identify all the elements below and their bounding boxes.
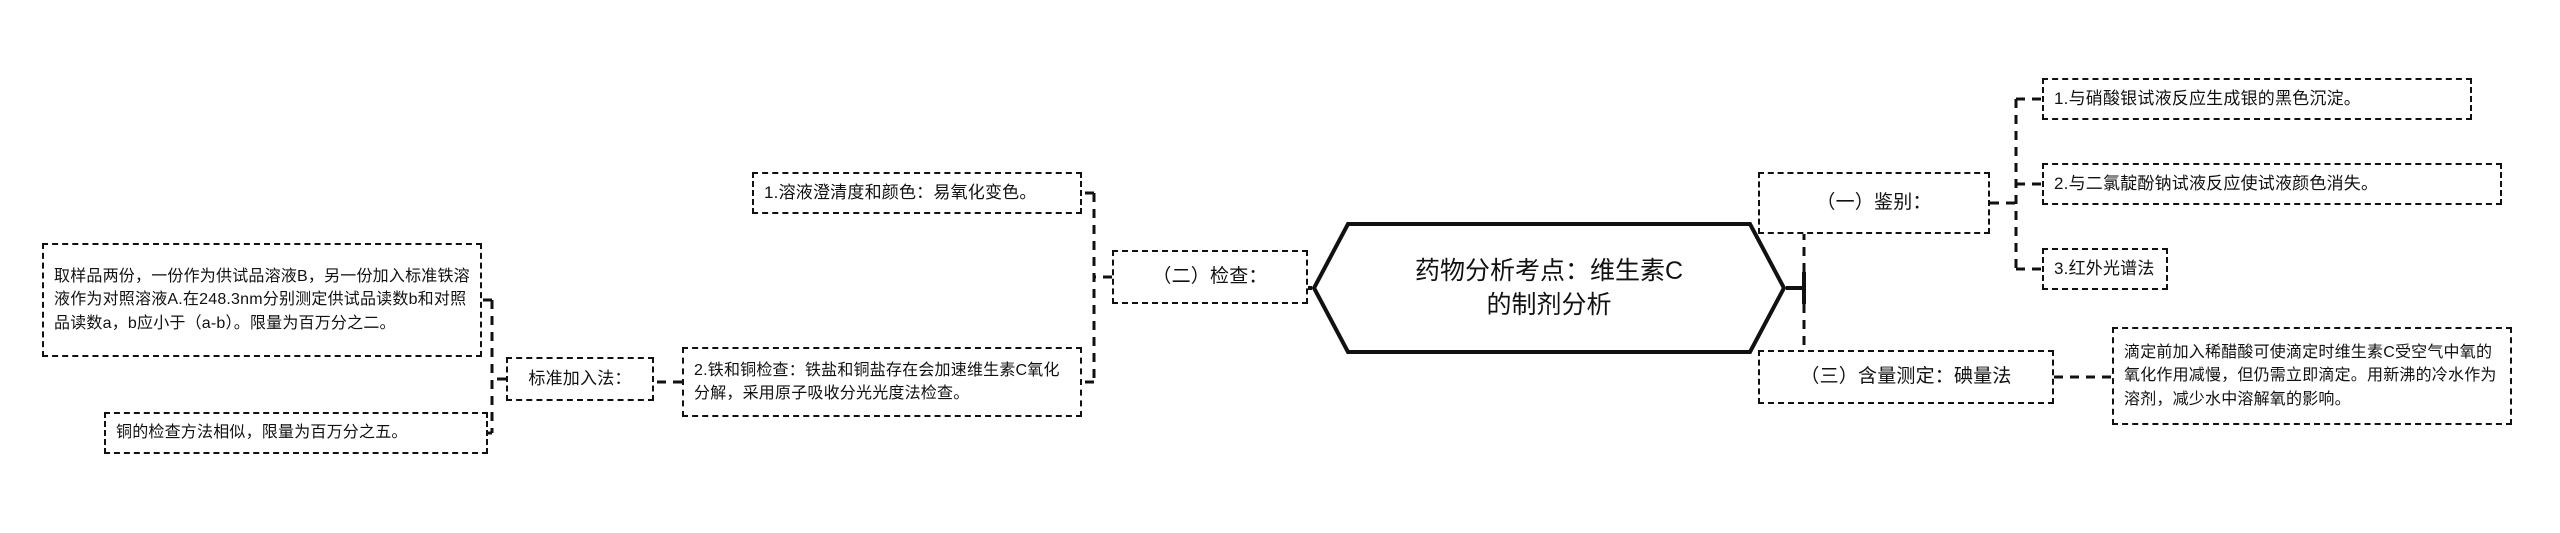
- copper-inspection-note[interactable]: 铜的检查方法相似，限量为百万分之五。: [104, 412, 488, 454]
- identification-item-3-label: 3.红外光谱法: [2054, 258, 2155, 278]
- inspection-item-1[interactable]: 1.溶液澄清度和颜色：易氧化变色。: [752, 172, 1082, 214]
- copper-inspection-note-label: 铜的检查方法相似，限量为百万分之五。: [116, 424, 408, 442]
- identification-item-1[interactable]: 1.与硝酸银试液反应生成银的黑色沉淀。: [2042, 78, 2472, 120]
- assay-item-1[interactable]: 滴定前加入稀醋酸可使滴定时维生素C受空气中氧的氧化作用减慢，但仍需立即滴定。用新…: [2112, 327, 2512, 425]
- standard-addition-detail[interactable]: 取样品两份，一份作为供试品溶液B，另一份加入标准铁溶液作为对照溶液A.在248.…: [42, 243, 482, 357]
- branch-identification[interactable]: （一）鉴别：: [1758, 172, 1990, 234]
- standard-addition-method[interactable]: 标准加入法：: [506, 357, 654, 401]
- inspection-item-2-label: 2.铁和铜检查：铁盐和铜盐存在会加速维生素C氧化分解，采用原子吸收分光光度法检查…: [694, 361, 1060, 402]
- standard-addition-detail-label: 取样品两份，一份作为供试品溶液B，另一份加入标准铁溶液作为对照溶液A.在248.…: [54, 268, 470, 332]
- inspection-item-1-label: 1.溶液澄清度和颜色：易氧化变色。: [764, 182, 1037, 202]
- identification-item-2[interactable]: 2.与二氯靛酚钠试液反应使试液颜色消失。: [2042, 163, 2502, 205]
- assay-item-1-label: 滴定前加入稀醋酸可使滴定时维生素C受空气中氧的氧化作用减慢，但仍需立即滴定。用新…: [2124, 344, 2497, 408]
- root-hexagon-shape: [1312, 222, 1786, 354]
- branch-identification-label: （一）鉴别：: [1816, 192, 1932, 214]
- standard-addition-method-label: 标准加入法：: [528, 368, 632, 388]
- identification-item-1-label: 1.与硝酸银试液反应生成银的黑色沉淀。: [2054, 88, 2361, 108]
- branch-assay[interactable]: （三）含量测定：碘量法: [1758, 350, 2054, 404]
- identification-item-3[interactable]: 3.红外光谱法: [2042, 248, 2168, 290]
- inspection-item-2[interactable]: 2.铁和铜检查：铁盐和铜盐存在会加速维生素C氧化分解，采用原子吸收分光光度法检查…: [682, 347, 1082, 417]
- identification-item-2-label: 2.与二氯靛酚钠试液反应使试液颜色消失。: [2054, 173, 2379, 193]
- branch-inspection[interactable]: （二）检查：: [1112, 250, 1308, 304]
- branch-assay-label: （三）含量测定：碘量法: [1800, 366, 2012, 388]
- branch-inspection-label: （二）检查：: [1152, 266, 1268, 288]
